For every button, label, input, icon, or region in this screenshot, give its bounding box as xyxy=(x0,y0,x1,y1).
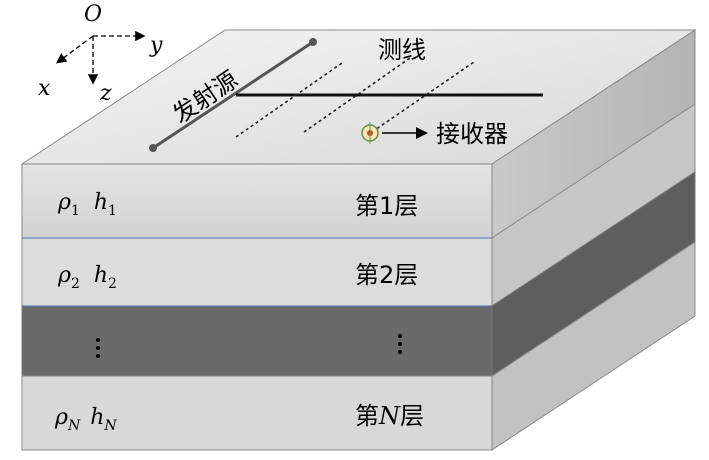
source-line xyxy=(152,40,314,150)
survey-line-label: 测线 xyxy=(378,36,426,64)
receiver-icon xyxy=(361,122,379,144)
coordinate-axes xyxy=(55,30,146,85)
source-end-top xyxy=(309,38,317,46)
axis-y-label: y xyxy=(149,33,163,58)
layer-2-name: 第2层 xyxy=(355,261,418,289)
source-end-bottom xyxy=(149,144,157,152)
front-layer-1 xyxy=(21,163,493,239)
ellipsis-left xyxy=(96,338,100,358)
layer-1-name: 第1层 xyxy=(355,192,418,220)
front-layer-dark xyxy=(21,305,493,377)
axis-x-label: x xyxy=(38,76,51,101)
layer-n-name: 第N层 xyxy=(355,402,424,430)
x-axis-arrow xyxy=(55,35,94,64)
survey-line-dotted-3 xyxy=(371,61,475,133)
axis-z-label: z xyxy=(99,81,112,106)
front-layer-n xyxy=(21,375,493,451)
axis-origin-label: O xyxy=(84,2,102,27)
receiver-label: 接收器 xyxy=(436,120,508,148)
ellipsis-right xyxy=(398,334,402,354)
front-layer-2 xyxy=(21,237,493,307)
